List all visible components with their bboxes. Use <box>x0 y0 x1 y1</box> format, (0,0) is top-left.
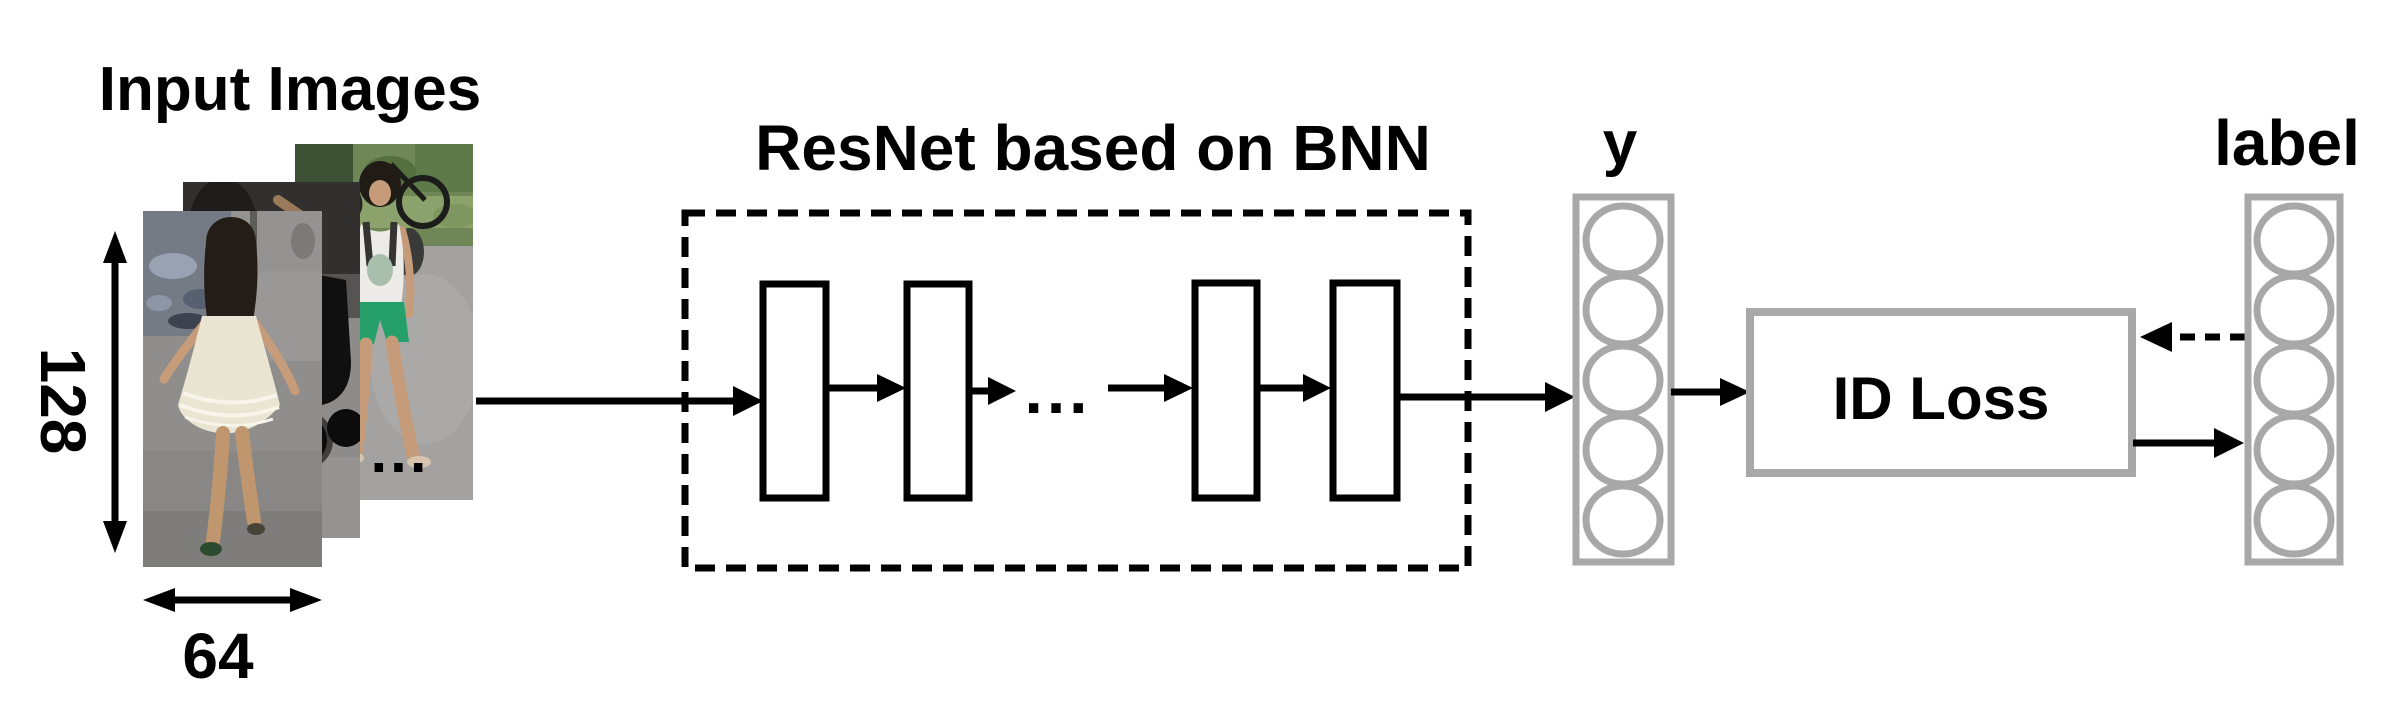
arrowhead-block1-block2 <box>877 374 906 402</box>
height-arrowhead-down <box>103 521 127 553</box>
shirt-print <box>367 254 393 286</box>
green-shoe <box>200 542 222 556</box>
white-dress <box>178 316 280 434</box>
label-vector-label: label <box>2214 107 2360 179</box>
person-face <box>369 180 391 206</box>
resnet-block-4 <box>1329 279 1401 502</box>
arrowhead-block3-block4 <box>1303 374 1331 402</box>
photo-front-cobble1 <box>143 451 322 511</box>
backpack-strap-left <box>362 221 374 267</box>
label-neuron-4 <box>2253 412 2335 488</box>
y-vector-label: y <box>1603 109 1638 178</box>
arrowhead-resnet-to-y <box>1545 382 1575 412</box>
person-leg-right <box>385 335 420 463</box>
green-shorts <box>352 302 409 344</box>
y-neuron-5 <box>1582 482 1664 558</box>
y-neuron-3 <box>1582 342 1664 418</box>
width-arrowhead-right <box>290 588 322 612</box>
person-arm-right <box>398 226 415 318</box>
dress-hem-stripe2 <box>179 403 280 418</box>
y-neuron-2 <box>1582 272 1664 348</box>
height-arrowhead-up <box>103 231 127 263</box>
y-neuron-1 <box>1582 202 1664 278</box>
width-arrowhead-left <box>143 588 175 612</box>
person-foot-right <box>407 456 431 468</box>
y-vector <box>1572 193 1675 566</box>
arrowhead-block2-ellipsis <box>988 377 1016 405</box>
person-leg-right <box>235 426 261 528</box>
resnet-ellipsis: ... <box>1024 353 1091 427</box>
photo-pedestrian-front <box>143 211 322 567</box>
arrowhead-label-to-idloss <box>2140 322 2172 352</box>
bike-blur1 <box>149 253 197 279</box>
y-neuron-4 <box>1582 412 1664 488</box>
resnet-block-3 <box>1191 279 1261 502</box>
id-loss-box <box>1746 308 2136 477</box>
arrowhead-images-to-resnet <box>733 386 763 416</box>
label-vector <box>2244 193 2344 566</box>
input-stack-ellipsis: ... <box>370 418 429 485</box>
dress-hem-stripe3 <box>184 415 274 427</box>
shoe2 <box>247 523 265 535</box>
photo-back-grass <box>415 144 473 192</box>
label-neuron-2 <box>2253 272 2335 348</box>
arrowhead-ellipsis-block3 <box>1164 374 1193 402</box>
bicycle-wheel-silhouette <box>396 175 450 229</box>
resnet-dashed-box <box>681 209 1472 572</box>
input-images-title: Input Images <box>99 55 481 124</box>
resnet-block-1 <box>759 280 830 502</box>
label-neuron-5 <box>2253 482 2335 558</box>
width-dimension-label: 64 <box>182 620 254 692</box>
label-neuron-3 <box>2253 342 2335 418</box>
bike-blur3 <box>146 295 172 311</box>
height-dimension-label: 128 <box>27 348 99 455</box>
resnet-block-2 <box>903 280 973 502</box>
bicycle-frame-silhouette <box>389 162 427 202</box>
distant-blur <box>291 223 315 259</box>
stroller-wheel2 <box>327 409 360 447</box>
resnet-title: ResNet based on BNN <box>755 112 1431 184</box>
person-leg-left <box>206 426 230 548</box>
id-loss-label: ID Loss <box>1833 365 2050 432</box>
dress-hem-stripe1 <box>182 391 278 405</box>
arrowhead-y-to-idloss <box>1720 378 1750 406</box>
arrowhead-idloss-to-label <box>2214 428 2244 458</box>
backpack-strap-right <box>388 221 398 267</box>
photo-front-cobble2 <box>143 511 322 567</box>
label-neuron-1 <box>2253 202 2335 278</box>
